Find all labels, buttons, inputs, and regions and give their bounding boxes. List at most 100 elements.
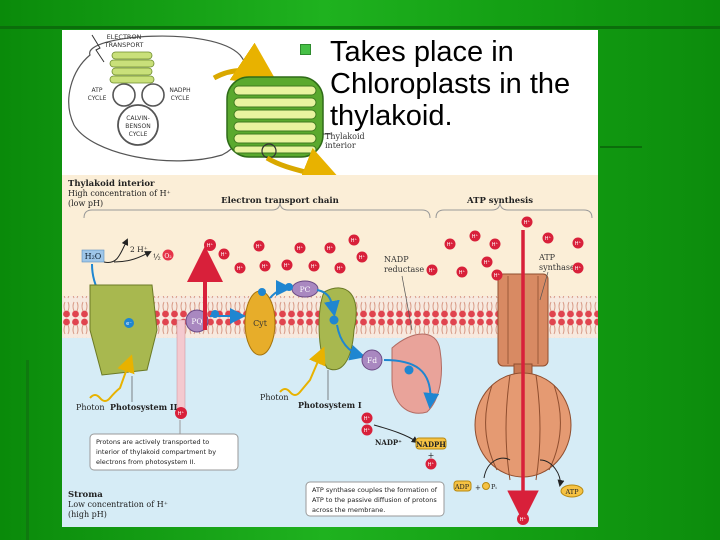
bullet-square-icon — [300, 44, 311, 55]
svg-text:H⁺: H⁺ — [262, 264, 269, 270]
psi-electron-icon — [329, 315, 339, 325]
nadp-reaction-arrow — [373, 424, 419, 444]
nadp-reductase-label: NADP — [384, 255, 409, 264]
nadph-cycle-icon — [141, 83, 165, 107]
atp-box — [560, 484, 584, 498]
zoom-arrow-icon — [212, 42, 280, 87]
fd-shape — [361, 349, 383, 371]
fd-to-reductase-arrow — [383, 359, 440, 409]
stroma-desc-2: (high pH) — [68, 510, 107, 519]
thylakoid-interior-label: Thylakoid — [325, 132, 365, 141]
overview-nadph-cycle-label: CYCLE — [171, 95, 190, 102]
overview-thylakoid-stack — [109, 51, 155, 84]
cyt-label: Cyt — [253, 319, 268, 328]
half-label: ½ — [153, 253, 161, 262]
h-pumped-icon — [204, 239, 216, 251]
overview-benson-label: BENSON — [125, 123, 150, 130]
pc-electron-icon — [285, 283, 293, 291]
h-stroma-psii-icon — [175, 407, 187, 419]
reductase-electron-icon — [404, 365, 414, 375]
svg-text:H⁺: H⁺ — [311, 264, 318, 270]
two-h-label: 2 H⁺ — [130, 245, 148, 254]
photosystem-ii-shape — [89, 284, 158, 376]
svg-text:H⁺: H⁺ — [472, 234, 479, 240]
pc-to-psi-arrow — [316, 289, 340, 317]
overview-atp-cycle-label: CYCLE — [88, 95, 107, 102]
nadph-label: NADPH — [416, 440, 446, 449]
thylakoid-interior-label-2: interior — [325, 141, 356, 150]
callout-protons-line1: Protons are actively transported to — [96, 438, 209, 446]
svg-text:H⁺: H⁺ — [284, 263, 291, 269]
psi-to-fd-arrow — [336, 324, 366, 361]
h-pumped-label: H⁺ — [207, 243, 214, 249]
stroma-desc-1: Low concentration of H⁺ — [68, 500, 168, 509]
light-bolt-icon — [91, 34, 105, 63]
svg-text:H⁺: H⁺ — [484, 260, 491, 266]
slide-rule-left — [26, 360, 29, 540]
pi-icon — [482, 482, 490, 490]
h-exit-label: H⁺ — [520, 517, 527, 523]
photon-psi-icon — [279, 346, 326, 396]
adp-label: ADP — [454, 483, 470, 491]
photosynthesis-diagram: ELECTRON TRANSPORT ATP CYCLE NADPH CYCLE… — [62, 33, 598, 527]
pc-label: PC — [300, 285, 311, 294]
svg-text:H⁺: H⁺ — [575, 266, 582, 272]
h2o-label: H₂O — [85, 252, 102, 261]
slide-rule-right — [600, 146, 642, 148]
svg-text:H⁺: H⁺ — [297, 246, 304, 252]
h-nadp-2-icon — [361, 424, 373, 436]
overview-transport-label: TRANSPORT — [104, 41, 144, 49]
overview-atp-label: ATP — [92, 87, 103, 94]
nadp-reductase-label-2: reductase — [384, 265, 424, 274]
photosystem-ii-label: Photosystem II — [110, 402, 178, 412]
svg-text:H⁺: H⁺ — [575, 241, 582, 247]
cyt-to-pc-arrow — [269, 280, 292, 299]
thylakoid-interior-title: Thylakoid interior — [68, 179, 155, 189]
nadph-box — [415, 437, 447, 450]
fd-label: Fd — [367, 356, 377, 365]
photon-psii-icon — [89, 354, 135, 402]
o2-label: O₂ — [164, 253, 172, 260]
pq-label: PQ — [191, 317, 202, 326]
cyt-electron-icon — [258, 288, 266, 296]
oxygen-arrow — [113, 251, 152, 263]
h2o-box — [81, 249, 105, 263]
callout-protons-line2: interior of thylakoid compartment by — [96, 448, 216, 456]
h-nadp-1-icon — [361, 412, 373, 424]
photon-label-2: Photon — [260, 393, 289, 402]
diagram-panel: ELECTRON TRANSPORT ATP CYCLE NADPH CYCLE… — [62, 30, 598, 527]
svg-text:H⁺: H⁺ — [359, 255, 366, 261]
h-nadph-icon — [425, 458, 437, 470]
pq-shape — [185, 309, 209, 333]
photosystem-i-label: Photosystem I — [298, 400, 362, 410]
adp-plus-label: + — [475, 484, 481, 492]
svg-text:H⁺: H⁺ — [327, 246, 334, 252]
atp-label: ATP — [564, 488, 579, 496]
etc-bracket — [83, 201, 431, 219]
pi-label: Pᵢ — [491, 483, 497, 491]
overview-cycle-label: CYCLE — [129, 131, 148, 138]
adp-box — [453, 480, 472, 492]
thylakoid-interior-desc-2: (low pH) — [68, 199, 103, 208]
callout-protons-box — [89, 433, 239, 471]
svg-text:H⁺: H⁺ — [524, 220, 531, 226]
atp-synthesis-label: ATP synthesis — [466, 196, 533, 206]
callout-atp-box — [305, 481, 445, 517]
h-stroma-psii-label: H⁺ — [178, 411, 185, 417]
psii-electron-icon — [124, 318, 134, 328]
calvin-cycle-icon — [117, 104, 159, 146]
svg-text:H⁺: H⁺ — [337, 266, 344, 272]
atp-cycle-icon — [112, 83, 136, 107]
atp-bracket — [435, 201, 593, 219]
lumen-protons: H⁺ H⁺ H⁺ H⁺ H⁺ H⁺ H⁺ H⁺ H⁺ H⁺ H⁺ H⁺ H⁺ H… — [218, 216, 584, 281]
atp-synthase-label: ATP — [538, 253, 556, 262]
slide-rule-top — [0, 26, 720, 29]
atp-reaction-arrow — [483, 457, 560, 485]
callout-atp-line2: ATP to the passive diffusion of protons — [312, 496, 437, 504]
h-nadp-1-label: H⁺ — [364, 416, 371, 422]
photon-label-1: Photon — [76, 403, 105, 412]
overview-electron-label: ELECTRON — [107, 33, 142, 41]
psii-electron-label: e⁻ — [126, 321, 132, 327]
thylakoid-interior-desc-1: High concentration of H⁺ — [68, 189, 171, 198]
electron-transport-chain-label: Electron transport chain — [221, 196, 339, 206]
